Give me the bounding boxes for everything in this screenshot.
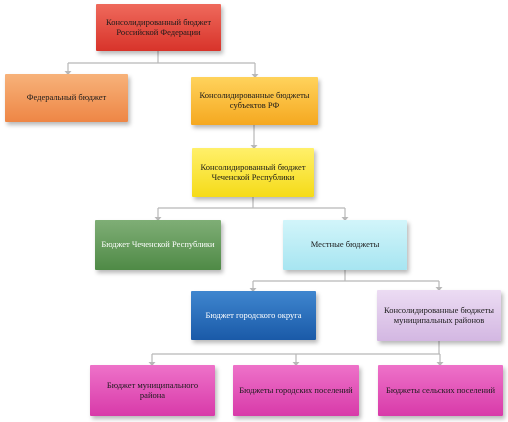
node-label: Местные бюджеты — [310, 239, 380, 250]
node-label: Бюджет городского округа — [205, 309, 302, 320]
arrowhead-munib — [148, 362, 156, 366]
node-label: Бюджеты городских поселений — [239, 384, 353, 395]
node-chechen-consolidated-budget: Консолидированный бюджет Чеченской Респу… — [192, 148, 314, 197]
connector-chechen-split — [158, 197, 345, 209]
arrowhead-subjects — [251, 74, 259, 78]
connector-munidist-split — [152, 341, 440, 355]
node-local-budgets: Местные бюджеты — [283, 220, 407, 270]
arrowhead-city — [249, 288, 257, 292]
arrowhead-urban — [292, 362, 300, 366]
arrowhead-local — [341, 217, 349, 221]
node-rural-settlements-budgets: Бюджеты сельских поселений — [378, 365, 503, 416]
arrowhead-chechen — [250, 145, 258, 149]
node-urban-settlements-budgets: Бюджеты городских поселений — [233, 365, 359, 416]
node-label: Консолидированный бюджет Российской Феде… — [105, 16, 212, 37]
node-label: Федеральный бюджет — [26, 92, 107, 103]
connector-local-split — [253, 270, 439, 282]
arrowhead-republic — [154, 217, 162, 221]
node-chechen-republic-budget: Бюджет Чеченской Республики — [95, 220, 221, 270]
node-label: Бюджет Чеченской Республики — [101, 239, 215, 250]
arrowhead-munidist — [435, 287, 443, 291]
node-federal-budget: Федеральный бюджет — [5, 74, 128, 122]
node-label: Консолидированные бюджеты муниципальных … — [383, 304, 495, 325]
node-municipal-district-budget: Бюджет муниципального района — [90, 365, 215, 416]
node-label: Консолидированные бюджеты субъектов РФ — [199, 90, 310, 110]
node-label: Консолидированный бюджет Чеченской Респу… — [200, 161, 306, 182]
node-city-district-budget: Бюджет городского округа — [191, 291, 316, 340]
connector-root-split — [68, 51, 255, 64]
arrowhead-rural — [436, 362, 444, 366]
node-subjects-budgets: Консолидированные бюджеты субъектов РФ — [191, 77, 318, 125]
node-label: Бюджет муниципального района — [106, 379, 199, 400]
arrowhead-federal — [64, 71, 72, 75]
node-consolidated-budget-rf: Консолидированный бюджет Российской Феде… — [96, 4, 221, 51]
node-label: Бюджеты сельских поселений — [385, 384, 496, 395]
node-municipal-districts-budgets: Консолидированные бюджеты муниципальных … — [377, 290, 501, 341]
